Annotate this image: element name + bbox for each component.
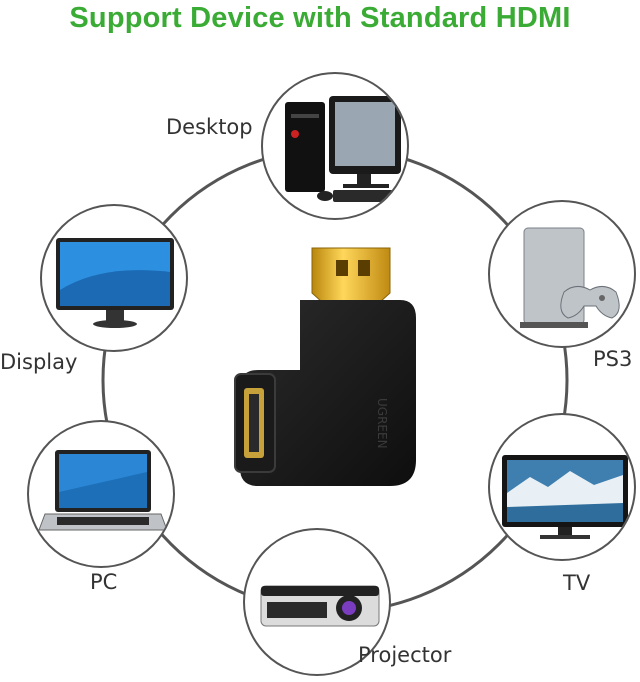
label-display: Display (0, 350, 78, 374)
laptop-icon (38, 450, 168, 531)
label-tv: TV (563, 571, 591, 595)
hdmi-adapter-image: UGREEN (234, 247, 416, 486)
tv-icon (502, 455, 628, 539)
device-desktop (261, 72, 409, 220)
label-desktop: Desktop (166, 115, 253, 139)
device-pc (27, 420, 175, 568)
monitor-icon (56, 238, 174, 328)
device-tv (488, 413, 636, 561)
device-display (40, 204, 188, 352)
page-title: Support Device with Standard HDMI (69, 2, 571, 34)
device-ps3 (488, 200, 636, 348)
game-console-icon (520, 227, 620, 328)
label-ps3: PS3 (593, 347, 633, 371)
svg-text:UGREEN: UGREEN (375, 398, 389, 449)
projector-icon (260, 585, 380, 627)
desktop-computer-icon (285, 96, 401, 202)
device-projector (243, 528, 391, 676)
label-projector: Projector (358, 643, 452, 667)
label-pc: PC (90, 570, 118, 594)
